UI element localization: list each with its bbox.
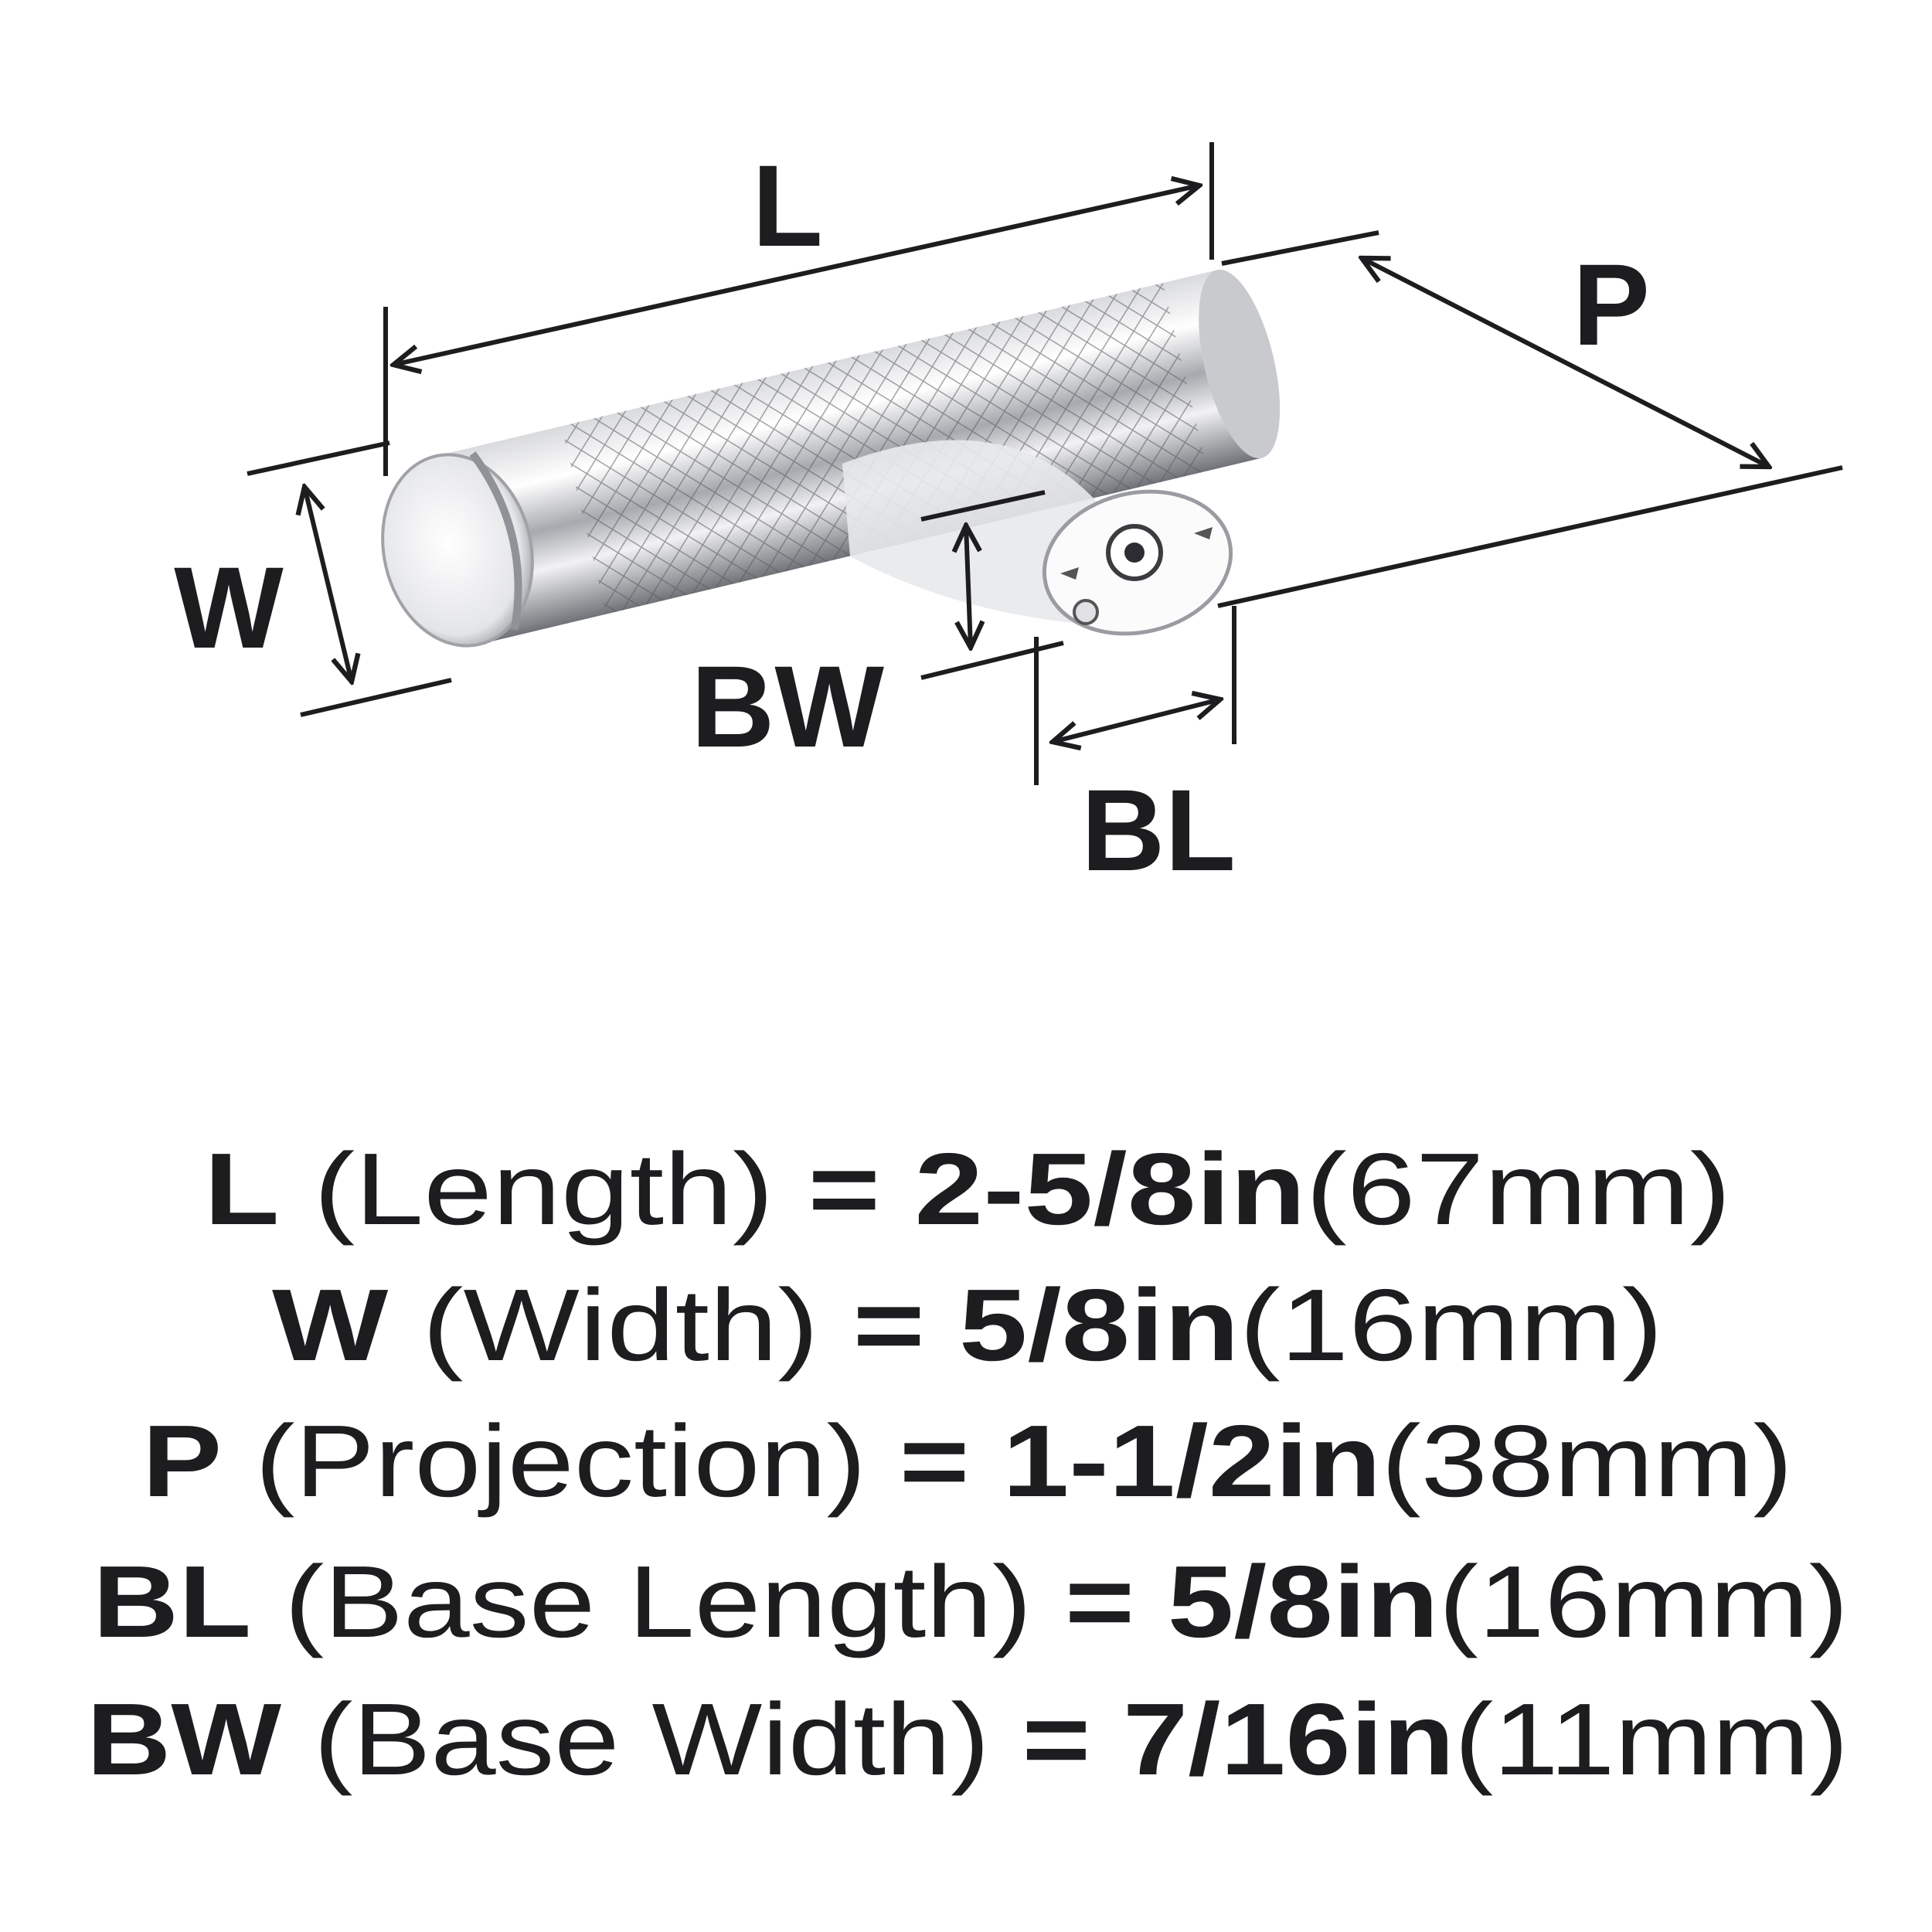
width-arrow	[304, 487, 352, 682]
spec-base-length: BL (Base Length) = 5/8in(16mm)	[93, 1545, 1849, 1658]
label-base-length: BL	[1081, 765, 1236, 895]
knob-right-end	[1199, 269, 1281, 459]
knob-left-end	[381, 453, 534, 648]
spec-width: W (Width) = 5/8in(16mm)	[272, 1268, 1663, 1382]
spec-base-width: BW (Base Width) = 7/16in(11mm)	[87, 1682, 1849, 1796]
projection-arrow	[1362, 258, 1769, 467]
label-base-width: BW	[691, 641, 884, 771]
spec-projection: P (Projection) = 1-1/2in(38mm)	[142, 1404, 1793, 1518]
dimension-lines	[247, 142, 1843, 785]
base-width-arrow	[966, 526, 971, 648]
base-length-arrow	[1053, 699, 1220, 742]
label-width: W	[174, 543, 284, 672]
label-projection: P	[1573, 240, 1650, 369]
knob-illustration	[381, 269, 1281, 648]
spec-length: L (Length) = 2-5/8in(67mm)	[204, 1132, 1731, 1246]
length-arrow	[393, 185, 1199, 365]
label-length: L	[752, 141, 823, 270]
